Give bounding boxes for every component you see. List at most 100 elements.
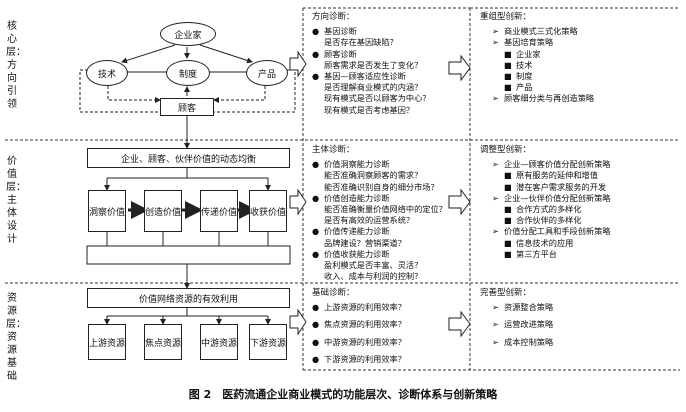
- list-item-text: 下游资源的利用效率？: [324, 353, 406, 364]
- bullet: ●: [312, 336, 320, 347]
- step-insight: 洞察价值: [88, 190, 126, 232]
- list-item: 能否准确识别自身的细分市场？: [312, 182, 452, 193]
- bullet: ●: [312, 226, 320, 237]
- list-item: 是否存在基因缺陷？: [312, 37, 452, 48]
- list-item: 是否理解商业模式的内涵？: [312, 82, 452, 93]
- list-item: ■制度: [480, 71, 676, 82]
- bullet: ■: [504, 248, 512, 259]
- bullet: [312, 260, 324, 271]
- list-item: ➢资源整合策略: [480, 302, 676, 313]
- list-item: 收入、成本与利润的控制？: [312, 271, 452, 282]
- improve-innovation: 完善型创新： ➢资源整合策略 ➢ 运营改进策略 ➢ 成本控制策略: [480, 288, 676, 354]
- step-harvest: 收获价值: [249, 190, 287, 232]
- list-item: 能否准确衡量价值网络中的定位？: [312, 204, 452, 215]
- list-item-text: 技术: [516, 59, 533, 70]
- improve-innovation-title: 完善型创新：: [480, 288, 532, 298]
- institution-node: 制度: [166, 60, 210, 86]
- resource-upstream: 上游资源: [88, 324, 126, 360]
- list-item-text: 企业—顾客价值分配创新策略: [504, 159, 611, 170]
- list-item-text: 原有服务的延伸和增值: [516, 170, 598, 181]
- list-item: 盈利模式是否丰富、灵活？: [312, 260, 452, 271]
- bullet: [312, 37, 324, 48]
- list-item-text: 成本控制策略: [504, 336, 554, 347]
- list-item-text: 收入、成本与利润的控制？: [324, 271, 423, 282]
- bullet: ➢: [492, 159, 499, 170]
- bullet: ●: [312, 319, 320, 330]
- list-item: ■ 第三方平台: [480, 249, 676, 260]
- list-item-text: 顾客需求是否发生了变化？: [324, 59, 423, 70]
- list-item-text: 能否准确衡量价值网络中的定位？: [324, 204, 447, 215]
- bullet: [312, 60, 324, 71]
- layer-label-core: 核心层：方向引领: [6, 21, 26, 110]
- bullet: [312, 238, 324, 249]
- bullet: ➢: [492, 336, 499, 347]
- list-item: 现有模式是否以顾客为中心？: [312, 93, 452, 104]
- bullet: ■: [504, 204, 512, 215]
- adjust-innovation-title: 调整型创新：: [480, 145, 532, 155]
- bullet: ●: [312, 302, 320, 313]
- bullet: ■: [504, 215, 512, 226]
- bullet: [312, 82, 324, 93]
- figure-caption: 图 2 医药流通企业商业模式的功能层次、诊断体系与创新策略: [188, 388, 498, 401]
- list-item-text: 资源整合策略: [504, 302, 554, 313]
- list-item-text: 是否理解商业模式的内涵？: [324, 82, 423, 93]
- list-item: 能否准确洞察顾客的需求？: [312, 170, 452, 181]
- bullet: ➢: [492, 93, 499, 104]
- list-item-text: 是否有高效的运营系统？: [324, 215, 415, 226]
- bullet: ➢: [492, 26, 499, 37]
- list-item-text: 现有模式是否考虑基因？: [324, 104, 415, 115]
- list-item-text: 顾客诊断: [324, 48, 357, 59]
- list-item-text: 盈利模式是否丰富、灵活？: [324, 260, 423, 271]
- list-item: ●上游资源的利用效率？: [312, 302, 452, 313]
- list-item: ■潜在客户需求服务的开发: [480, 182, 676, 193]
- bullet: ■: [504, 59, 512, 70]
- list-item: ●价值收获能力诊断: [312, 249, 452, 260]
- list-item-text: 产品: [516, 82, 533, 93]
- list-item: ➢ 成本控制策略: [480, 337, 676, 348]
- basic-diagnosis: 基础诊断： ●上游资源的利用效率？●焦点资源的利用效率？●中游资源的利用效率？●…: [312, 288, 452, 371]
- list-item: 顾客需求是否发生了变化？: [312, 60, 452, 71]
- list-item-text: 基因培育策略: [504, 37, 554, 48]
- list-item-text: 价值收获能力诊断: [324, 248, 390, 259]
- basic-diagnosis-title: 基础诊断：: [312, 288, 355, 298]
- bullet: ➢: [492, 226, 499, 237]
- bullet: ■: [504, 71, 512, 82]
- bullet: ■: [504, 48, 512, 59]
- product-node: 产品: [246, 60, 288, 86]
- resource-downstream: 下游资源: [249, 324, 287, 360]
- list-item-text: 价值创造能力诊断: [324, 192, 390, 203]
- list-item-text: 现有模式是否以顾客为中心？: [324, 93, 431, 104]
- rebuild-innovation: 重组型创新： ➢商业模式三式化策略➢基因培育策略■企业家■技术■制度■产品➢顾客…: [480, 12, 676, 105]
- list-item: ■ 原有服务的延伸和增值: [480, 170, 676, 181]
- bullet: ■: [504, 82, 512, 93]
- list-item-text: 企业家: [516, 48, 541, 59]
- bullet: [312, 215, 324, 226]
- list-item-text: 能否准确洞察顾客的需求？: [324, 170, 423, 181]
- list-item-text: 是否存在基因缺陷？: [324, 37, 398, 48]
- bullet: ■: [504, 170, 512, 181]
- entrepreneur-node: 企业家: [160, 22, 216, 46]
- step-deliver: 传递价值: [200, 190, 238, 232]
- list-item-text: 企业—伙伴价值分配创新策略: [504, 192, 611, 203]
- list-item: 是否有高效的运营系统？: [312, 215, 452, 226]
- adjust-innovation: 调整型创新： ➢企业—顾客价值分配创新策略■原有服务的延伸和增值■潜在客户需求服…: [480, 145, 676, 260]
- bullet: ■: [504, 237, 512, 248]
- list-item: ●价值创造能力诊断: [312, 193, 452, 204]
- list-item: ●基因诊断: [312, 26, 452, 37]
- bullet: ➢: [492, 37, 499, 48]
- list-item-text: 信息技术的应用: [516, 237, 574, 248]
- value-balance-header: 企业、顾客、伙伴价值的动态均衡: [87, 148, 290, 168]
- list-item: 现有模式是否考虑基因？: [312, 105, 452, 116]
- list-item: ➢企业—伙伴价值分配创新策略: [480, 193, 676, 204]
- list-item-text: 顾客细分类与再创造策略: [504, 93, 595, 104]
- list-item: ➢ 基因培育策略: [480, 37, 676, 48]
- layer-label-value: 价值层：主体设计: [6, 156, 26, 245]
- list-item-text: 运营改进策略: [504, 319, 554, 330]
- layer-label-resource: 资源层：资源基础: [6, 293, 26, 382]
- list-item: ➢ 企业—顾客价值分配创新策略: [480, 159, 676, 170]
- list-item-text: 合作伙伴的多样化: [516, 215, 582, 226]
- list-item-text: 第三方平台: [516, 248, 557, 259]
- list-item-text: 价值分配工具和手段创新策略: [504, 226, 611, 237]
- rebuild-innovation-title: 重组型创新：: [480, 12, 532, 22]
